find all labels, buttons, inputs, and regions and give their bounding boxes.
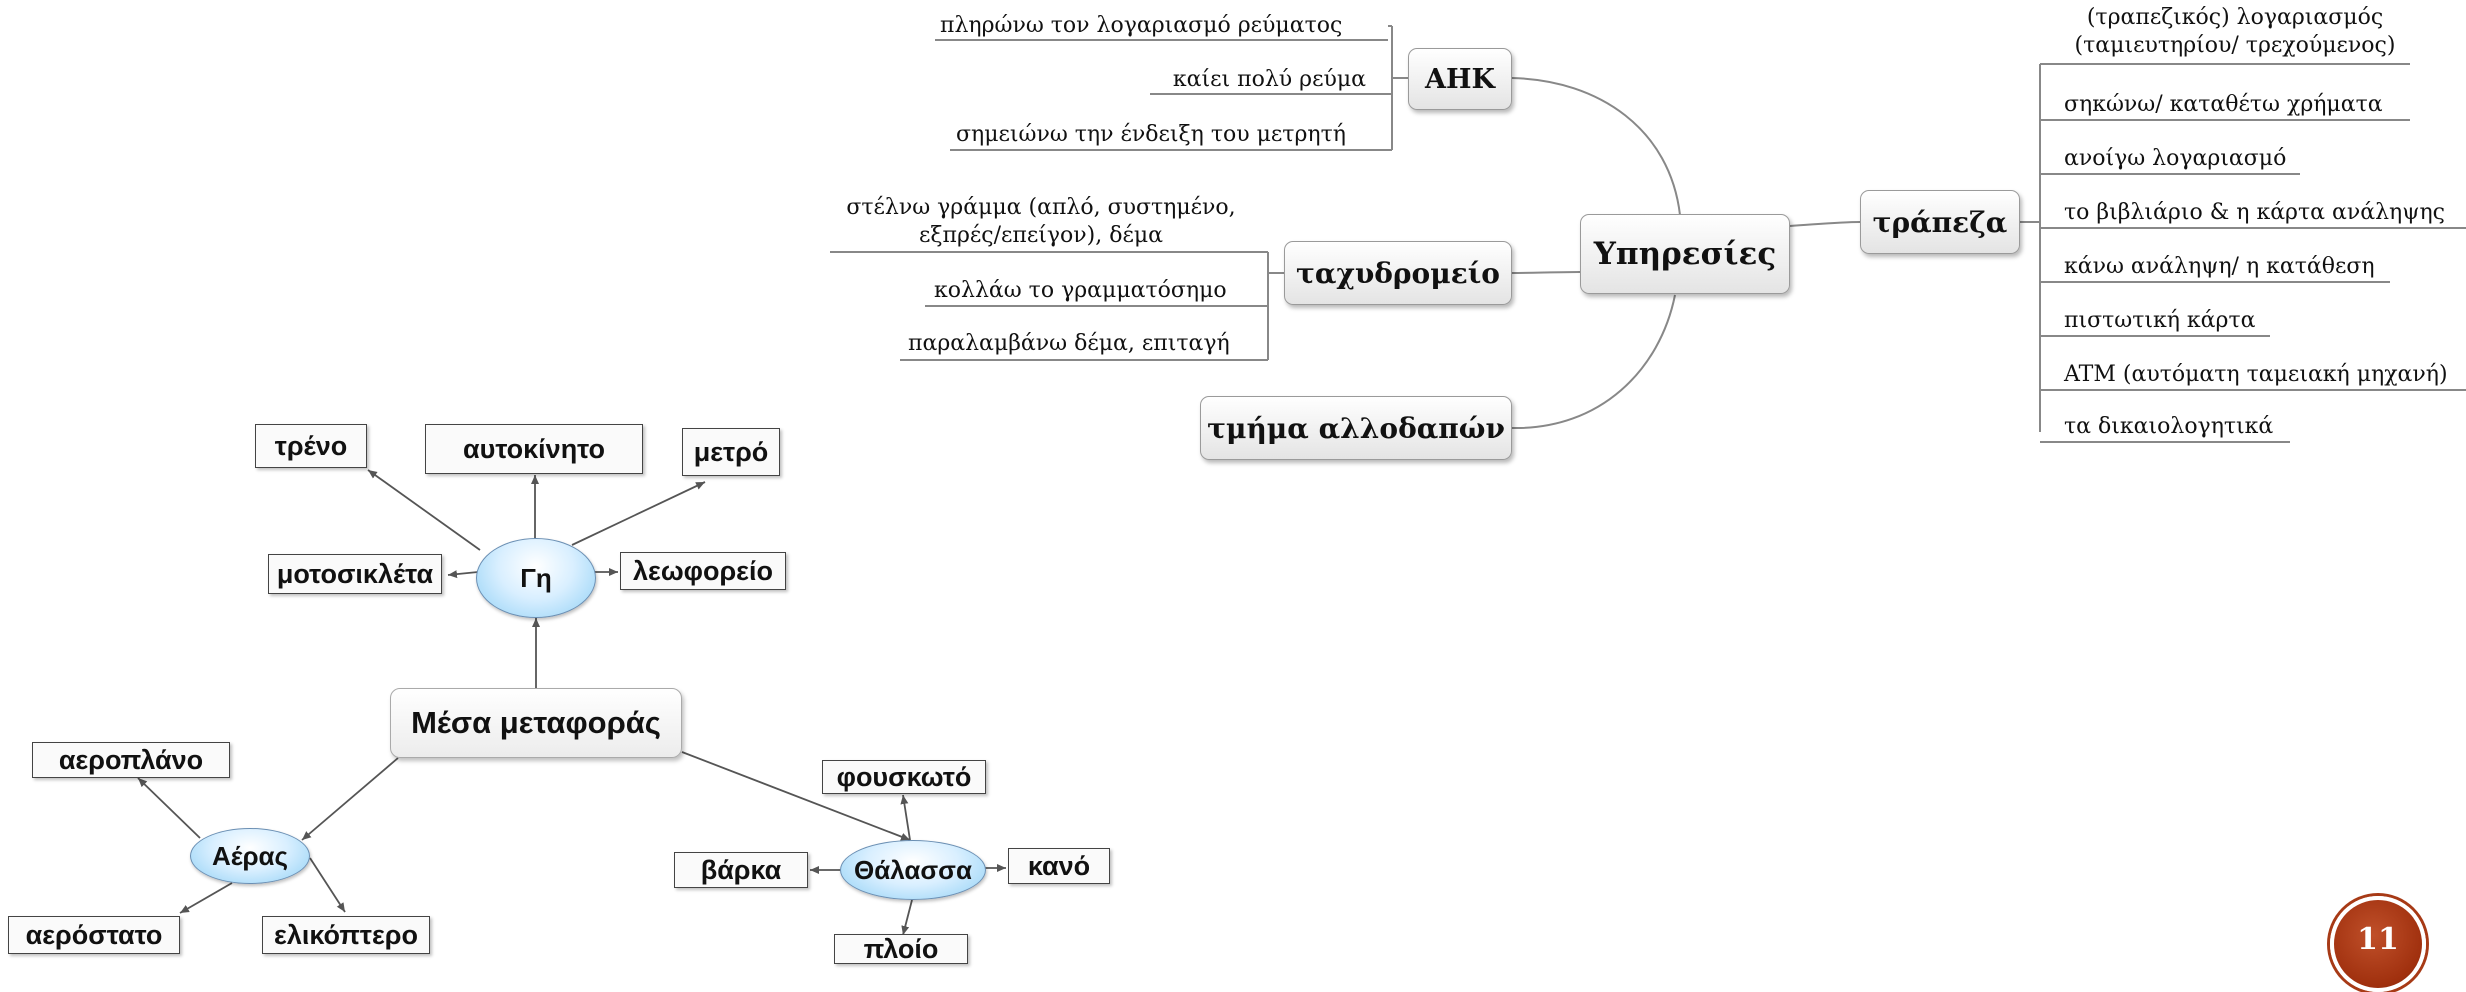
connector-lines xyxy=(137,25,2466,936)
bank-bracket xyxy=(2020,64,2041,432)
sea-item-canoe: κανό xyxy=(1008,848,1110,884)
post-node: ταχυδρομείο xyxy=(1284,241,1512,305)
dek-bracket xyxy=(1388,25,1408,151)
slide-canvas: Υπηρεσίες ΑΗΚ πληρώνω τον λογαριασμό ρεύ… xyxy=(8,5,2466,992)
dek-node: ΑΗΚ xyxy=(1408,48,1512,110)
land-node: Γη xyxy=(476,538,596,618)
bank-item: σηκώνω/ καταθέτω χρήματα xyxy=(2064,92,2383,117)
transport-connectors xyxy=(137,469,1006,936)
sea-item-ship: πλοίο xyxy=(834,934,968,964)
foreigners-node: τμήμα αλλοδαπών xyxy=(1200,396,1512,460)
services-connectors xyxy=(830,25,2466,443)
connector-center-foreigners xyxy=(1511,294,1676,430)
dek-item: καίει πολύ ρεύμα xyxy=(1172,67,1366,92)
land-item-train: τρένο xyxy=(255,424,367,468)
sea-node: Θάλασσα xyxy=(840,840,986,900)
post-item: κολλάω το γραμματόσημο xyxy=(934,278,1227,303)
air-node: Αέρας xyxy=(190,828,310,884)
air-item-balloon: αερόστατο xyxy=(8,916,180,954)
connector-center-bank xyxy=(1789,221,1861,227)
post-item: παραλαμβάνω δέμα, επιταγή xyxy=(908,331,1230,356)
dek-item: πληρώνω τον λογαριασμό ρεύματος xyxy=(940,13,1343,38)
connector-center-post xyxy=(1511,271,1581,274)
transport-center-node: Μέσα μεταφοράς xyxy=(390,688,682,758)
bank-item: ανοίγω λογαριασμό xyxy=(2064,146,2287,171)
bank-node: τράπεζα xyxy=(1860,190,2020,254)
air-item-airplane: αεροπλάνο xyxy=(32,742,230,778)
connector-center-dek xyxy=(1511,77,1681,216)
dek-item: σημειώνω την ένδειξη του μετρητή xyxy=(956,122,1346,147)
post-bracket xyxy=(1267,252,1284,360)
sea-item-boat: βάρκα xyxy=(674,852,808,888)
land-item-bus: λεωφορείο xyxy=(620,552,786,590)
land-item-metro: μετρό xyxy=(682,428,780,476)
bank-item: (τραπεζικός) λογαριασμός (ταμιευτηρίου/ … xyxy=(2074,5,2396,58)
bank-item: τα δικαιολογητικά xyxy=(2064,414,2274,439)
land-item-car: αυτοκίνητο xyxy=(425,424,643,474)
page-number-badge: 11 xyxy=(2330,896,2426,992)
bank-item: πιστωτική κάρτα xyxy=(2064,308,2256,333)
post-item: στέλνω γράμμα (απλό, συστημένο, εξπρές/ε… xyxy=(846,195,1236,248)
bank-item: το βιβλιάριο & η κάρτα ανάληψης xyxy=(2064,200,2445,225)
land-item-motorcycle: μοτοσικλέτα xyxy=(268,554,442,594)
sea-item-inflatable: φουσκωτό xyxy=(822,760,986,794)
bank-item: ATM (αυτόματη ταμειακή μηχανή) xyxy=(2064,362,2448,387)
air-item-helicopter: ελικόπτερο xyxy=(262,916,430,954)
bank-item: κάνω ανάληψη/ η κατάθεση xyxy=(2064,254,2375,279)
services-center-node: Υπηρεσίες xyxy=(1580,214,1790,294)
